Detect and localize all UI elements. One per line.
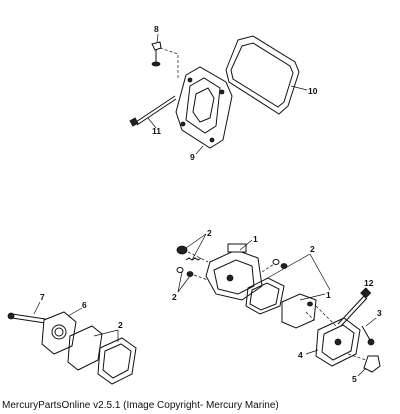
leader-10 — [290, 85, 308, 91]
leader-3 — [365, 317, 377, 327]
callout-4: 4 — [298, 350, 303, 360]
pump-body-1-top — [227, 243, 247, 253]
leader-4 — [305, 349, 319, 355]
leader-1a — [239, 239, 253, 251]
plate-left — [67, 325, 103, 371]
screw-8 — [151, 41, 162, 51]
cover-9-rib — [185, 77, 221, 134]
leader-2b-b — [177, 275, 191, 293]
leader-5 — [357, 367, 367, 377]
leader-2b — [177, 271, 183, 293]
bolt-12-washer-path — [305, 311, 315, 321]
callout-9: 9 — [190, 152, 195, 162]
screw-3 — [361, 325, 371, 341]
cover-9-hole-a — [187, 77, 193, 83]
fitting-5-path — [347, 353, 367, 361]
leader-11 — [147, 117, 157, 129]
callout-7: 7 — [40, 292, 45, 302]
leader-6 — [67, 307, 83, 317]
callout-3: 3 — [377, 308, 382, 318]
leader-9 — [195, 145, 204, 155]
washer-2b — [186, 271, 194, 277]
washer-12 — [307, 301, 313, 307]
bolt-12 — [337, 295, 365, 325]
spring-2 — [185, 257, 202, 261]
cover-9-hole-c — [180, 121, 186, 127]
callout-2c: 2 — [310, 244, 315, 254]
callout-10: 10 — [308, 86, 318, 96]
cap-2a-path — [187, 251, 209, 263]
rod-11-end — [129, 117, 139, 127]
flange-6-bore-inner — [54, 327, 64, 337]
callout-8: 8 — [154, 24, 159, 34]
screw-8-path — [159, 47, 179, 80]
flange-6-bore — [51, 324, 67, 340]
cover-9 — [175, 66, 233, 149]
callout-1b: 1 — [326, 290, 331, 300]
callout-2b: 2 — [172, 292, 177, 302]
rod-7-end — [7, 312, 15, 320]
callout-2a: 2 — [207, 228, 212, 238]
pump-body-1-port — [226, 274, 234, 282]
plate-1 — [281, 293, 317, 329]
upper-assembly — [129, 33, 308, 155]
pump-body-1-face — [213, 259, 255, 295]
bolt-12-b — [340, 297, 368, 327]
callout-5: 5 — [352, 374, 357, 384]
gasket-10-inner — [230, 42, 294, 108]
screw-3-head — [367, 338, 375, 346]
callout-11: 11 — [152, 126, 161, 136]
leader-12 — [363, 287, 368, 295]
leader-2c-b — [309, 253, 331, 291]
callout-labels: 8 10 11 9 2 1 2 2 1 12 3 4 5 7 6 2 — [40, 24, 382, 384]
callout-12: 12 — [364, 278, 374, 288]
callout-6: 6 — [82, 300, 87, 310]
pump-right-path — [261, 263, 275, 273]
callout-2d: 2 — [118, 320, 123, 330]
leader-2a — [185, 233, 207, 249]
copyright-footer: MercuryPartsOnline v2.5.1 (Image Copyrig… — [2, 400, 279, 411]
washer-path — [193, 274, 209, 281]
gasket-2-left — [97, 337, 137, 385]
bolt-12-head — [360, 287, 372, 299]
leader-2c — [263, 253, 311, 281]
cover-9-rib-b — [192, 87, 215, 123]
left-assembly — [7, 301, 137, 385]
gasket-10 — [225, 35, 300, 115]
rod-11-b — [136, 98, 177, 126]
fitting-5 — [363, 355, 381, 373]
screw-8-washer — [151, 61, 161, 67]
leader-2a-b — [191, 233, 207, 261]
end-cover-4-face — [321, 324, 355, 361]
washer-2a — [176, 267, 184, 273]
gasket-2-right-inner — [249, 282, 280, 311]
washer-2c — [272, 259, 280, 265]
callout-1a: 1 — [253, 234, 258, 244]
leader-1b — [299, 293, 326, 301]
end-cover-4-bolt — [334, 338, 342, 346]
leader-7 — [33, 301, 41, 315]
rod-11 — [135, 95, 176, 123]
cover-9-hole-b — [219, 89, 225, 95]
cover-9-hole-d — [209, 137, 215, 143]
gasket-2-left-inner — [102, 343, 132, 379]
leader-2d — [93, 329, 119, 337]
leader-8 — [156, 33, 159, 44]
pump-assembly — [176, 233, 381, 377]
flange-6 — [41, 311, 77, 355]
cap-2a — [176, 245, 188, 255]
